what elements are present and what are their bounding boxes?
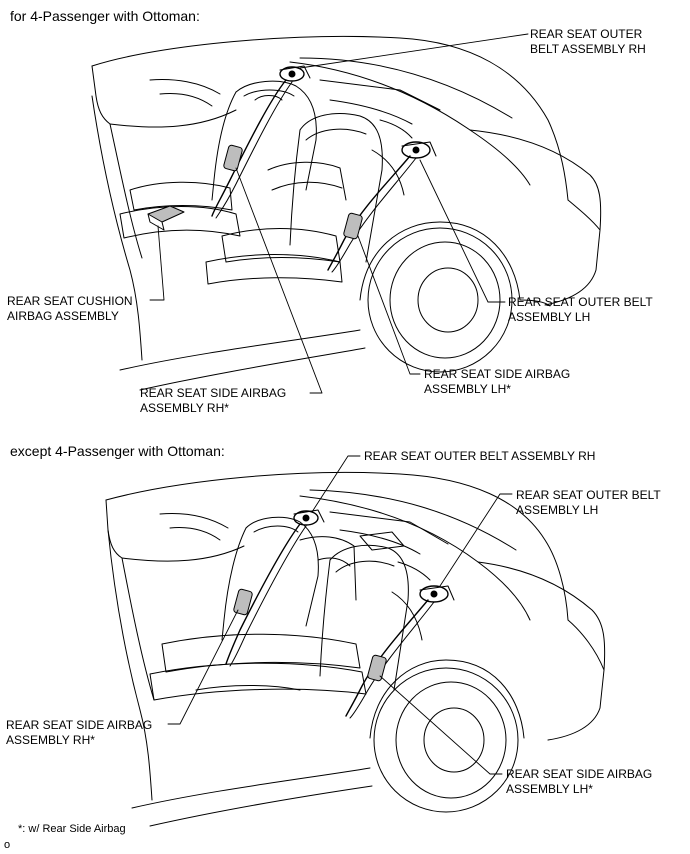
diagram1-label-outer-belt-rh: REAR SEAT OUTER BELT ASSEMBLY RH <box>530 27 646 56</box>
figure-code: o <box>4 839 11 851</box>
diagram2-label-side-airbag-rh: REAR SEAT SIDE AIRBAG ASSEMBLY RH* <box>6 718 153 747</box>
diagram1-label-side-airbag-rh: REAR SEAT SIDE AIRBAG ASSEMBLY RH* <box>140 386 287 415</box>
diagram1-label-outer-belt-lh: REAR SEAT OUTER BELT ASSEMBLY LH <box>508 295 653 324</box>
diagram2-heading: except 4-Passenger with Ottoman: <box>10 443 225 459</box>
diagram1-vehicle-drawing <box>91 35 602 391</box>
diagram2-label-outer-belt-lh: REAR SEAT OUTER BELT ASSEMBLY LH <box>516 488 661 517</box>
diagram2-label-outer-belt-rh: REAR SEAT OUTER BELT ASSEMBLY RH <box>364 449 596 463</box>
diagram2-label-side-airbag-lh: REAR SEAT SIDE AIRBAG ASSEMBLY LH* <box>506 767 653 796</box>
diagram1-leaders <box>149 33 529 394</box>
diagram1-label-cushion-airbag: REAR SEAT CUSHION AIRBAG ASSEMBLY <box>7 294 133 323</box>
diagram1-label-side-airbag-lh: REAR SEAT SIDE AIRBAG ASSEMBLY LH* <box>424 367 571 396</box>
footnote: *: w/ Rear Side Airbag <box>18 823 126 835</box>
diagram2-leaders <box>167 455 513 775</box>
diagram1-heading: for 4-Passenger with Ottoman: <box>10 8 200 24</box>
diagram2-vehicle-drawing <box>105 471 606 827</box>
